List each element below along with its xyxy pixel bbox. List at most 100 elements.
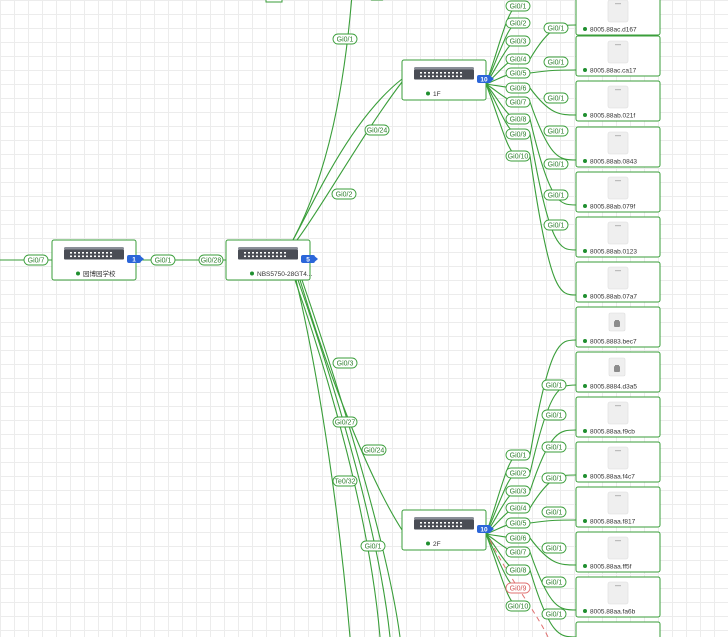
access-point-node[interactable]: 8005.88ab.0123: [575, 216, 661, 258]
port-label-1f-4[interactable]: Gi0/4: [505, 53, 531, 65]
link-2f-ap-2[interactable]: [529, 384, 577, 474]
port-label-1f-ap-7[interactable]: Gi0/1: [543, 219, 569, 231]
port-label-2f-3[interactable]: Gi0/3: [505, 485, 531, 497]
port-label-2f-8[interactable]: Gi0/8: [505, 564, 531, 576]
link-2f-ap-3[interactable]: [529, 429, 577, 492]
link-1f-ap-3[interactable]: [529, 87, 577, 116]
link-core-up-gi0-1[interactable]: [292, 0, 353, 241]
link-core-2f-gi0-24[interactable]: [299, 279, 403, 531]
port-label-1f-5[interactable]: Gi0/5: [505, 67, 531, 79]
port-label-2f-ap-7[interactable]: Gi0/1: [541, 576, 567, 588]
port-label-1f-ap-5[interactable]: Gi0/1: [543, 158, 569, 170]
port-label-2f-ap-5[interactable]: Gi0/1: [541, 506, 567, 518]
port-name: Gi0/2: [336, 192, 353, 199]
port-label-1f-ap-6[interactable]: Gi0/1: [543, 189, 569, 201]
port-label-2f-1[interactable]: Gi0/1: [505, 449, 531, 461]
port-label-1f-10[interactable]: Gi0/10: [505, 150, 531, 162]
port-label-2f-10[interactable]: Gi0/10: [505, 600, 531, 612]
link-2f-ap-7[interactable]: [529, 551, 577, 611]
port-label-gi0-1[interactable]: Gi0/1: [150, 254, 176, 266]
port-label-1f-ap-1[interactable]: Gi0/1: [543, 22, 569, 34]
link-1f-ap-6[interactable]: [529, 133, 577, 251]
port-label-1f-6[interactable]: Gi0/6: [505, 82, 531, 94]
link-core-down-gi0-27[interactable]: [297, 279, 391, 637]
port-count-badge[interactable]: 5: [301, 255, 318, 264]
port-label-1f-2[interactable]: Gi0/2: [505, 17, 531, 29]
port-label-1f-8[interactable]: Gi0/8: [505, 113, 531, 125]
offscreen-node[interactable]: [265, 0, 283, 3]
port-label-1f-7[interactable]: Gi0/7: [505, 96, 531, 108]
access-point-node[interactable]: 8005.88aa.fa6b: [575, 576, 661, 618]
port-count-badge[interactable]: 10: [477, 525, 494, 534]
port-label-2f-ap-4[interactable]: Gi0/1: [541, 472, 567, 484]
port-label-core-te0-32[interactable]: Te0/32: [332, 475, 358, 487]
port-label-2f-5[interactable]: Gi0/5: [505, 517, 531, 529]
link-core-down-gi0-1[interactable]: [301, 279, 401, 637]
port-label-1f-1[interactable]: Gi0/1: [505, 0, 531, 12]
access-point-node[interactable]: 8005.8884.d3a5: [575, 351, 661, 393]
offscreen-access-point-node[interactable]: [575, 621, 661, 637]
port-label-1f-3[interactable]: Gi0/3: [505, 35, 531, 47]
access-point-node[interactable]: 8005.88ab.0843: [575, 126, 661, 168]
core-switch-node[interactable]: NBS5750-28GT4...5: [225, 239, 318, 281]
link-core-down-gi0-3[interactable]: [294, 279, 381, 637]
port-label-2f-9[interactable]: Gi0/9: [505, 582, 531, 594]
port-label-core-down-gi0-1[interactable]: Gi0/1: [360, 540, 386, 552]
link-core-down-te0-32[interactable]: [295, 279, 351, 637]
port-label-2f-ap-3[interactable]: Gi0/1: [541, 441, 567, 453]
port-label-2f-7[interactable]: Gi0/7: [505, 546, 531, 558]
access-point-node[interactable]: 8005.88aa.f9cb: [575, 396, 661, 438]
link-2f-ap-1[interactable]: [529, 339, 577, 456]
port-label-core-gi0-1[interactable]: Gi0/1: [332, 33, 358, 45]
port-label-2f-ap-8[interactable]: Gi0/1: [541, 608, 567, 620]
port-label-gi0-28[interactable]: Gi0/28: [198, 254, 224, 266]
link-1f-ap-4[interactable]: [529, 101, 577, 161]
port-label-core-gi0-24[interactable]: Gi0/24: [364, 124, 390, 136]
port-label-core-2f-gi0-24[interactable]: Gi0/24: [361, 444, 387, 456]
access-point-node[interactable]: 8005.88ab.07a7: [575, 261, 661, 303]
port-label-2f-ap-1[interactable]: Gi0/1: [541, 379, 567, 391]
port-count-badge[interactable]: 10: [477, 75, 494, 84]
access-point-node[interactable]: 8005.88aa.ff5f: [575, 531, 661, 573]
link-core-1f-gi0-2[interactable]: [296, 81, 403, 241]
access-point-node[interactable]: 8005.88aa.f4c7: [575, 441, 661, 483]
online-status-dot: [583, 564, 587, 568]
access-point-node[interactable]: 8005.8883.bec7: [575, 306, 661, 348]
port-label-core-gi0-3[interactable]: Gi0/3: [332, 357, 358, 369]
port-label-2f-4[interactable]: Gi0/4: [505, 502, 531, 514]
access-point-icon: [607, 221, 629, 245]
port-count-badge[interactable]: 1: [127, 255, 144, 264]
port-label-1f-ap-3[interactable]: Gi0/1: [543, 92, 569, 104]
port-label-core-gi0-2[interactable]: Gi0/2: [331, 188, 357, 200]
port-label-1f-ap-2[interactable]: Gi0/1: [543, 56, 569, 68]
link-1f-ap-7[interactable]: [529, 155, 577, 296]
access-point-node[interactable]: 8005.88ac.ca17: [575, 35, 661, 77]
access-point-node[interactable]: 8005.88aa.f817: [575, 486, 661, 528]
online-status-dot: [583, 474, 587, 478]
link-2f-alert[interactable]: [489, 539, 549, 637]
link-2f-ap-6[interactable]: [529, 537, 577, 566]
access-point-node[interactable]: 8005.88ac.d167: [575, 0, 661, 36]
online-status-dot: [426, 91, 430, 96]
port-name: Gi0/7: [510, 100, 527, 107]
port-label-2f-ap-2[interactable]: Gi0/1: [541, 409, 567, 421]
link-1f-ap-2[interactable]: [529, 69, 577, 74]
port-label-1f-9[interactable]: Gi0/9: [505, 128, 531, 140]
port-label-core-gi0-27[interactable]: Gi0/27: [332, 416, 358, 428]
port-label-2f-6[interactable]: Gi0/6: [505, 532, 531, 544]
port-label-2f-ap-6[interactable]: Gi0/1: [541, 542, 567, 554]
link-2f-ap-5[interactable]: [529, 519, 577, 524]
port-label-1f-ap-4[interactable]: Gi0/1: [543, 125, 569, 137]
link-core-1f-gi0-24[interactable]: [292, 78, 403, 241]
device-name: 8005.88ab.079f: [590, 204, 635, 211]
device-name: 8005.88ab.021f: [590, 113, 635, 120]
access-point-node[interactable]: 8005.88ab.021f: [575, 80, 661, 122]
port-label-gi0-7[interactable]: Gi0/7: [23, 254, 49, 266]
online-status-dot: [583, 113, 587, 117]
access-point-node[interactable]: 8005.88ab.079f: [575, 171, 661, 213]
port-label-2f-2[interactable]: Gi0/2: [505, 467, 531, 479]
